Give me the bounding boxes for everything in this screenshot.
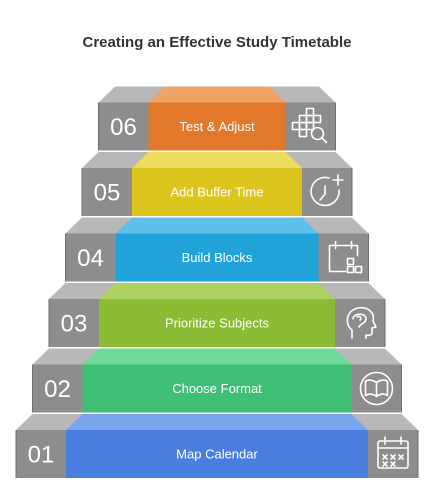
step-01: Map Calendar 01 (15, 414, 419, 478)
step-number: 06 (110, 114, 137, 141)
step-05: Add Buffer Time 05 (81, 152, 353, 216)
step-face (115, 233, 319, 282)
head-profile-icon (346, 306, 377, 339)
step-face (148, 102, 286, 151)
step-label: Test & Adjust (179, 119, 255, 134)
clock-plus-icon (310, 174, 344, 207)
step-label: Prioritize Subjects (165, 316, 270, 331)
step-icon-panel (335, 299, 385, 347)
step-number-panel (32, 364, 83, 413)
step-icon-panel (318, 233, 369, 282)
step-number: 05 (94, 180, 121, 207)
calendar-icon (377, 436, 409, 469)
step-06: Test & Adjust 06 (98, 86, 336, 151)
step-number-panel (16, 430, 66, 478)
step-label: Choose Format (172, 381, 262, 396)
step-number-panel (98, 102, 149, 151)
step-number-panel (82, 168, 132, 216)
step-label: Map Calendar (176, 447, 258, 462)
step-number: 04 (77, 245, 104, 272)
step-number: 02 (44, 376, 71, 403)
grid-search-icon (291, 107, 328, 144)
calendar-blocks-icon (328, 240, 363, 274)
step-face (99, 299, 335, 347)
step-03: Prioritize Subjects 03 (48, 283, 386, 347)
step-icon-panel (302, 168, 352, 216)
step-face (66, 430, 368, 478)
step-04: Build Blocks 04 (65, 217, 369, 282)
step-label: Build Blocks (182, 250, 253, 265)
step-icon-panel (368, 430, 418, 478)
step-02: Choose Format 02 (32, 348, 402, 413)
page-title: Creating an Effective Study Timetable (82, 34, 352, 51)
step-number: 01 (28, 442, 55, 469)
step-face (82, 364, 352, 413)
step-face (132, 168, 302, 216)
step-label: Add Buffer Time (171, 185, 264, 200)
open-book-icon (359, 371, 394, 406)
step-number: 03 (61, 311, 88, 338)
step-number-panel (49, 299, 99, 347)
step-number-panel (65, 233, 116, 282)
